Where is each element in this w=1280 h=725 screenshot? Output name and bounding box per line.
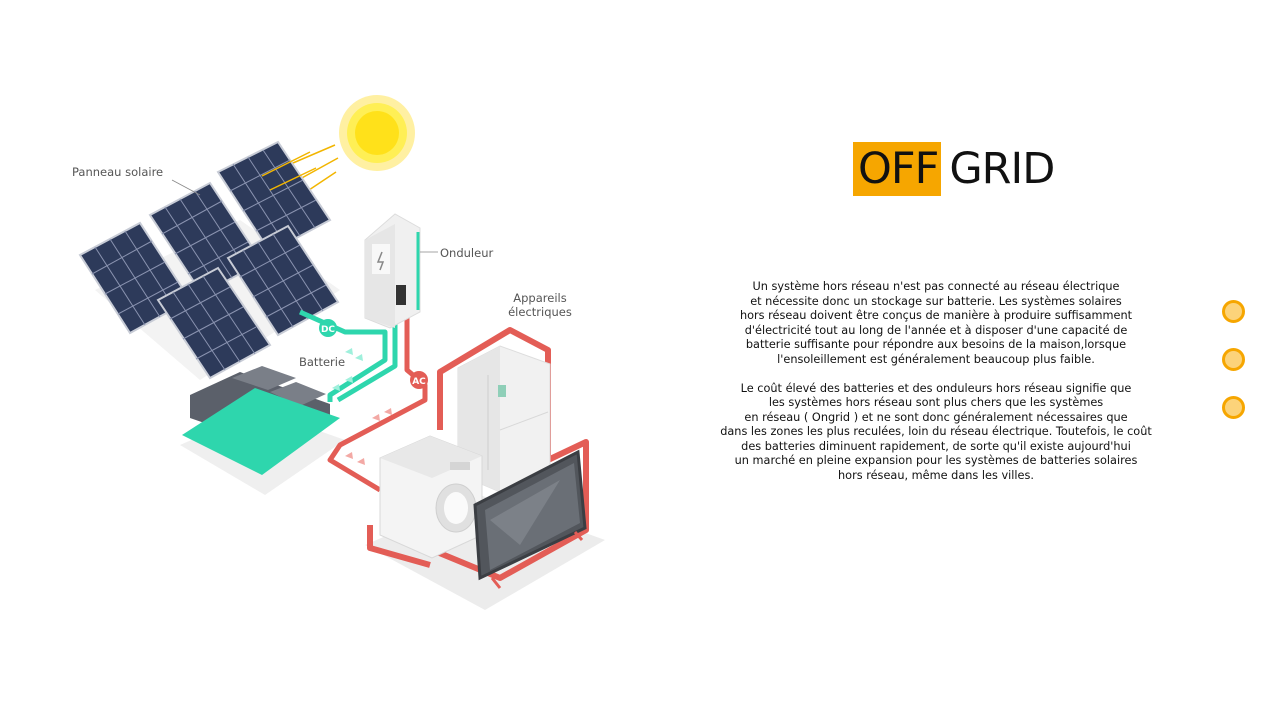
paragraph-1: Un système hors réseau n'est pas connect… xyxy=(700,280,1172,367)
appliances-label-line2: électriques xyxy=(508,305,572,319)
dc-badge-label: DC xyxy=(321,325,335,335)
solar-panel-3 xyxy=(216,140,332,254)
description-text: Un système hors réseau n'est pas connect… xyxy=(700,280,1172,498)
page-title: OFF GRID xyxy=(853,142,1055,196)
solar-panel-4 xyxy=(156,266,272,380)
dc-badge: DC xyxy=(319,319,337,337)
paragraph-2-line: en réseau ( Ongrid ) et ne sont donc gén… xyxy=(744,410,1128,424)
paragraph-1-line: batterie suffisante pour répondre aux be… xyxy=(745,338,1127,351)
title-highlight: OFF xyxy=(853,142,942,196)
appliances-label: Appareils électriques xyxy=(498,291,582,319)
paragraph-2-line: un marché en pleine expansion pour les s… xyxy=(734,454,1138,467)
paragraph-2-line: dans les zones les plus reculées, loin d… xyxy=(720,425,1152,438)
nav-dot-1[interactable] xyxy=(1222,300,1245,323)
sun-icon xyxy=(271,95,415,205)
battery-icon xyxy=(182,366,340,475)
panel-leader-line xyxy=(171,179,201,196)
paragraph-2-line: des batteries diminuent rapidement, de s… xyxy=(741,439,1131,453)
ac-badge-label: AC xyxy=(412,377,426,387)
solar-panel-label: Panneau solaire xyxy=(72,165,164,179)
paragraph-2-line: hors réseau, même dans les villes. xyxy=(838,468,1034,482)
nav-dot-3[interactable] xyxy=(1222,396,1245,419)
ac-cable xyxy=(327,318,589,581)
dc-cable xyxy=(298,309,398,403)
appliances-label-line1: Appareils xyxy=(513,291,567,305)
paragraph-1-line: l'ensoleillement est généralement beauco… xyxy=(777,352,1095,366)
solar-panels xyxy=(78,140,340,380)
nav-dot-2[interactable] xyxy=(1222,348,1245,371)
paragraph-2-line: Le coût élevé des batteries et des ondul… xyxy=(740,381,1132,395)
solar-panel-5 xyxy=(226,224,340,337)
paragraph-1-line: Un système hors réseau n'est pas connect… xyxy=(752,280,1120,293)
paragraph-2: Le coût élevé des batteries et des ondul… xyxy=(700,382,1172,484)
washing-machine-icon xyxy=(379,435,483,559)
paragraph-1-line: et nécessite donc un stockage sur batter… xyxy=(750,294,1122,308)
battery-label: Batterie xyxy=(299,355,346,369)
inverter-icon xyxy=(364,213,421,329)
title-rest: GRID xyxy=(949,144,1055,194)
paragraph-2-line: les systèmes hors réseau sont plus chers… xyxy=(768,396,1104,409)
inverter-label: Onduleur xyxy=(440,246,494,260)
paragraph-1-line: d'électricité tout au long de l'année et… xyxy=(744,323,1128,337)
paragraph-1-line: hors réseau doivent être conçus de maniè… xyxy=(739,309,1133,322)
ac-badge: AC xyxy=(410,371,428,389)
tv-icon xyxy=(473,449,587,589)
offgrid-system-illustration: DC AC xyxy=(78,95,605,610)
